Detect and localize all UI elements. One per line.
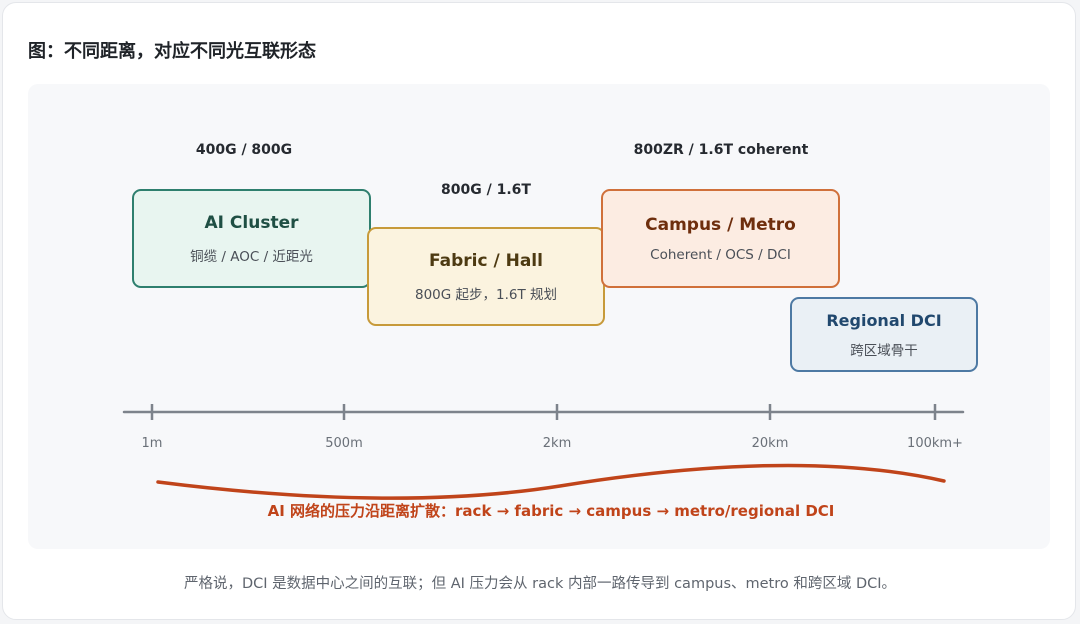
- footnote: 严格说，DCI 是数据中心之间的互联；但 AI 压力会从 rack 内部一路传导…: [183, 576, 897, 592]
- band-label-campus: 800ZR / 1.6T coherent: [633, 142, 809, 158]
- axis-label-20km: 20km: [751, 436, 789, 451]
- box-ai-cluster-subtitle: 铜缆 / AOC / 近距光: [190, 248, 313, 265]
- box-campus-metro-title: Campus / Metro: [645, 214, 796, 235]
- pressure-wave-curve: [156, 463, 946, 500]
- box-fabric-hall-title: Fabric / Hall: [429, 250, 543, 271]
- axis-label-100km: 100km+: [907, 436, 963, 451]
- box-regional-dci-subtitle: 跨区域骨干: [850, 342, 918, 359]
- band-label-fabric: 800G / 1.6T: [441, 182, 531, 198]
- box-campus-metro-subtitle: Coherent / OCS / DCI: [650, 246, 791, 263]
- box-regional-dci: Regional DCI 跨区域骨干: [790, 297, 978, 372]
- axis-label-500m: 500m: [325, 436, 363, 451]
- box-campus-metro: Campus / Metro Coherent / OCS / DCI: [601, 189, 840, 288]
- box-fabric-hall-subtitle: 800G 起步，1.6T 规划: [414, 286, 558, 303]
- box-ai-cluster-title: AI Cluster: [204, 212, 299, 233]
- box-regional-dci-title: Regional DCI: [826, 310, 942, 330]
- axis-label-1m: 1m: [141, 436, 163, 451]
- figure-title: 图：不同距离，对应不同光互联形态: [28, 41, 316, 62]
- box-fabric-hall: Fabric / Hall 800G 起步，1.6T 规划: [367, 227, 605, 326]
- axis-label-2km: 2km: [542, 436, 572, 451]
- band-label-cluster: 400G / 800G: [195, 142, 293, 158]
- pressure-wave-caption: AI 网络的压力沿距离扩散：rack → fabric → campus → m…: [267, 502, 835, 520]
